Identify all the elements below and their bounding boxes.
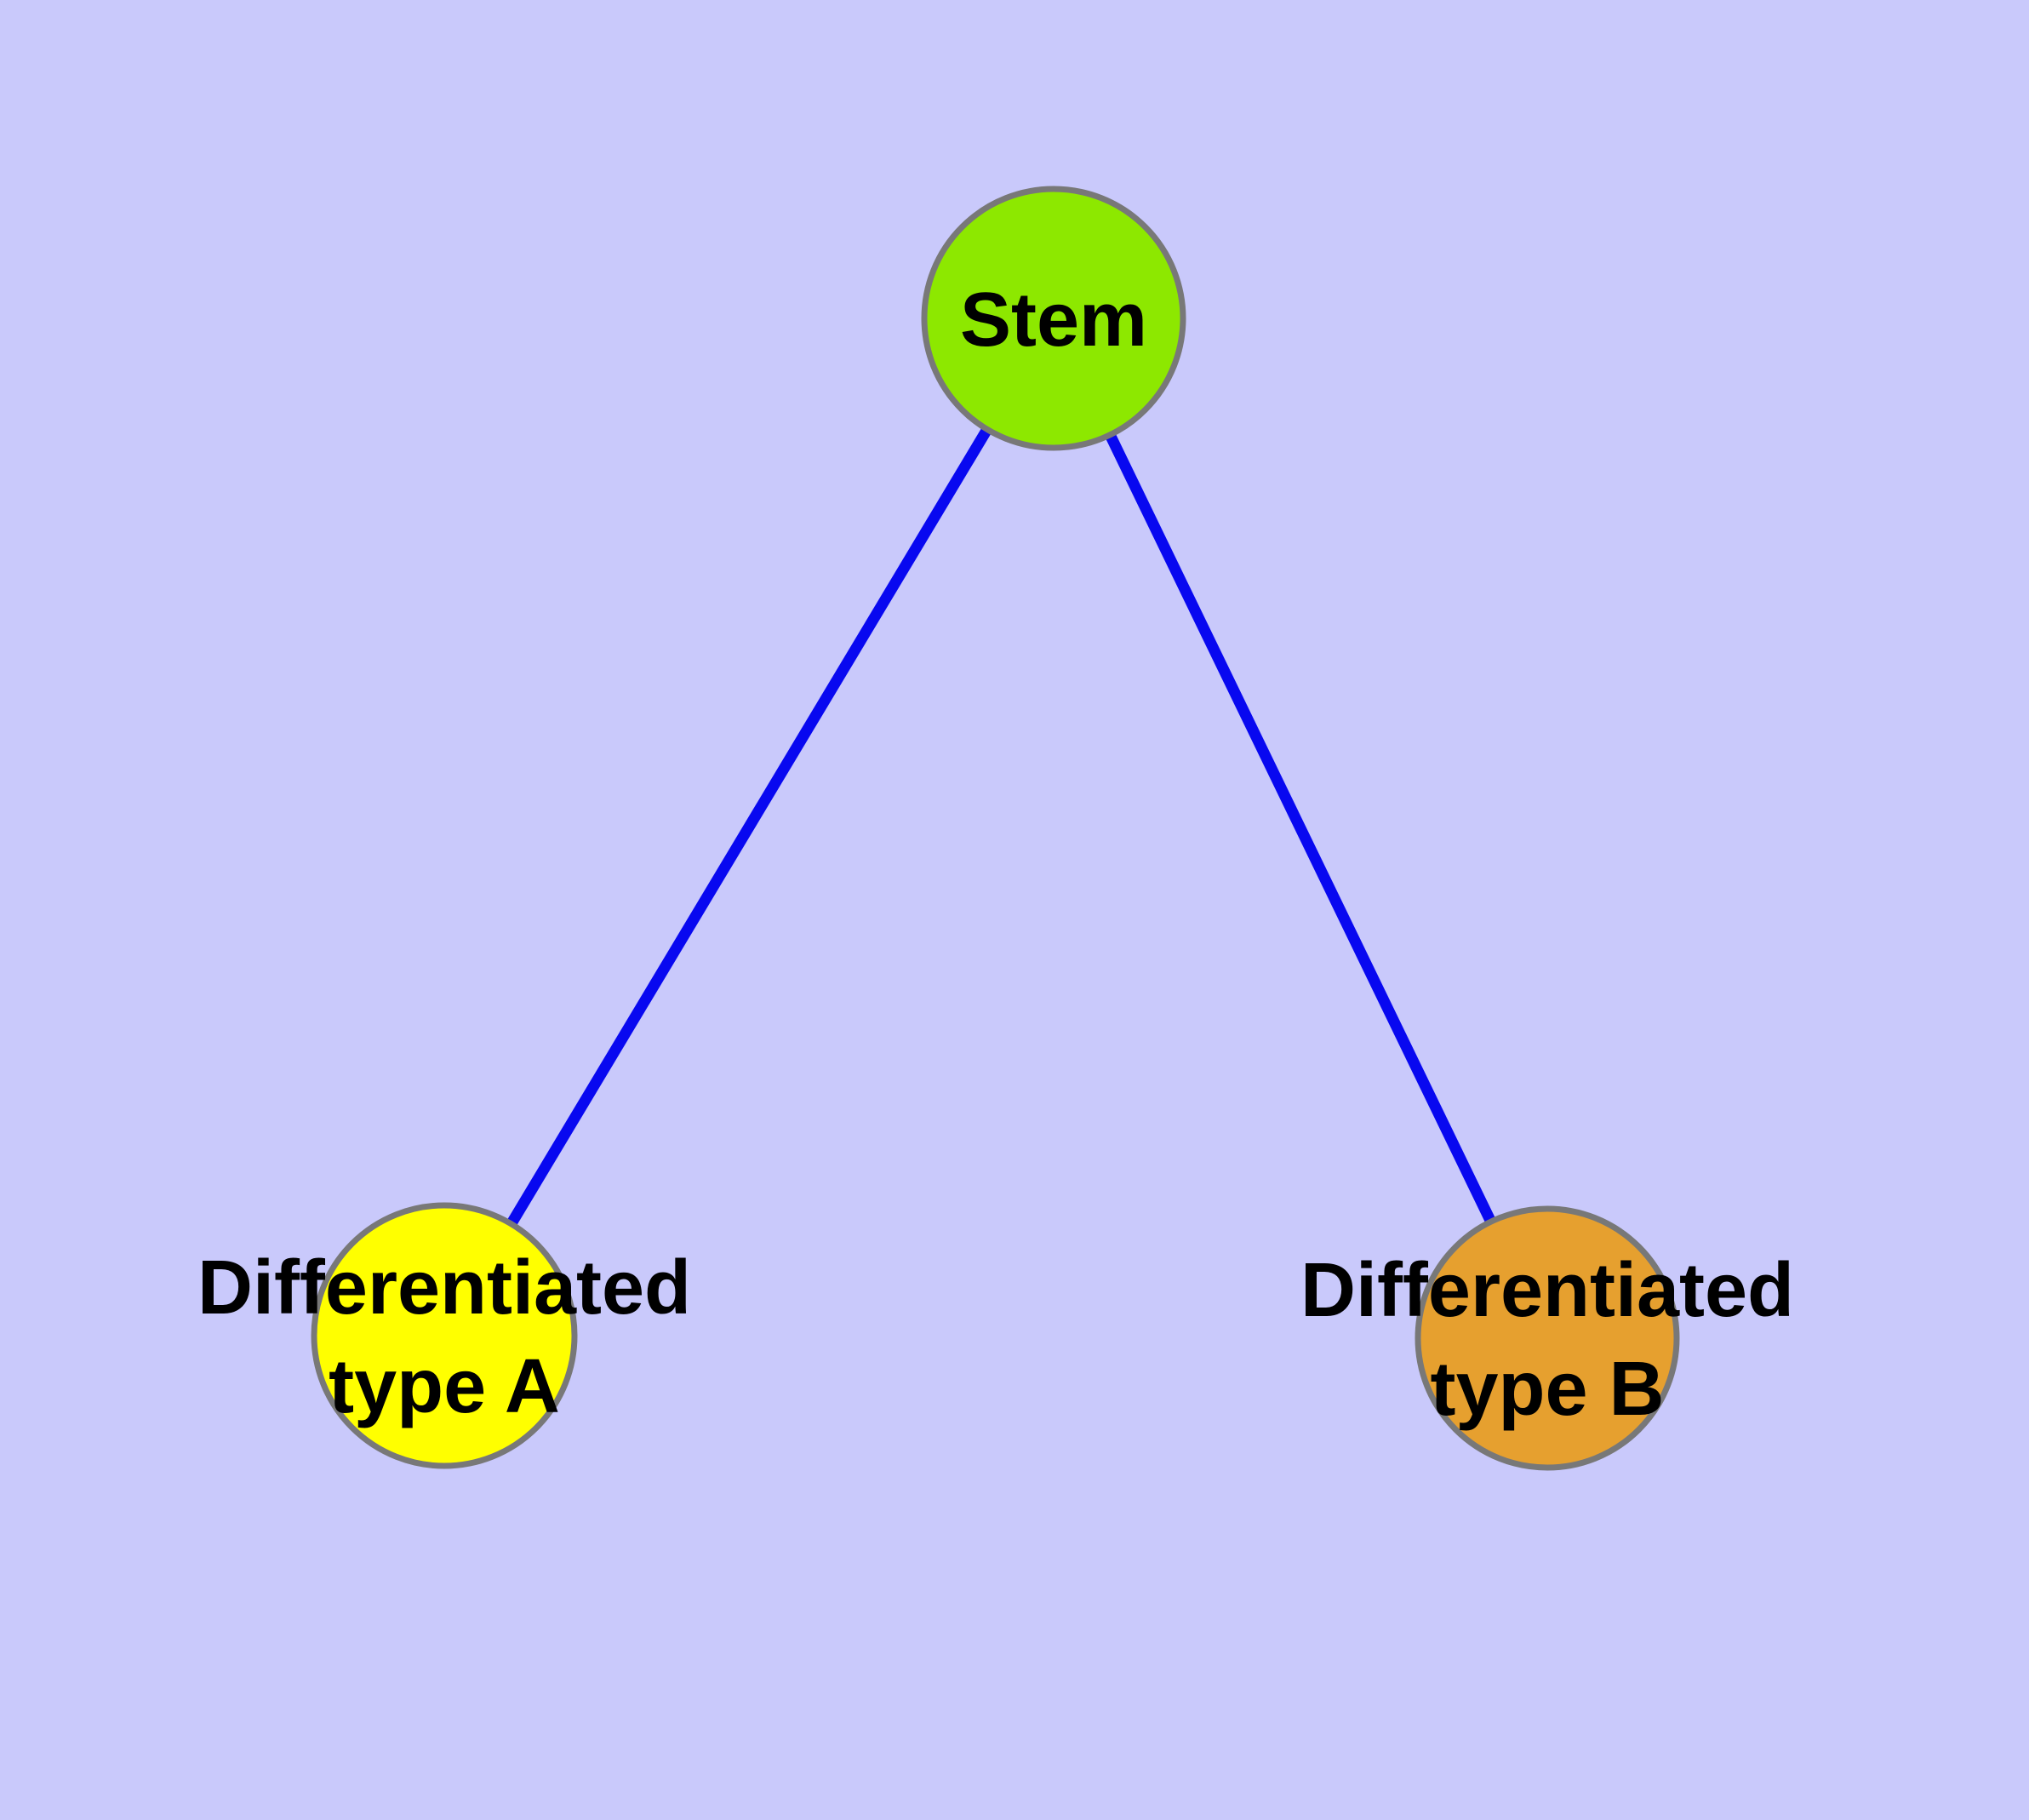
node-differentiated-type-b-circle [1415,1205,1680,1471]
node-stem-label: Stem [960,278,1147,363]
edges-layer [439,315,1552,1341]
nodes-layer [311,186,1680,1471]
label-line: Differentiated [1300,1248,1794,1333]
edge-stem-to-differentiated-type-b [1049,316,1552,1341]
node-differentiated-type-b-label: Differentiated type B [1300,1248,1794,1432]
edge-stem-to-differentiated-type-a [439,315,1059,1339]
label-line: Stem [960,278,1147,363]
label-line: type B [1430,1347,1664,1432]
label-line: type A [329,1344,560,1429]
label-line: Differentiated [197,1245,691,1331]
node-differentiated-type-a-circle [311,1202,578,1469]
node-stem-circle [921,186,1186,451]
node-differentiated-type-a-label: Differentiated type A [197,1245,691,1429]
